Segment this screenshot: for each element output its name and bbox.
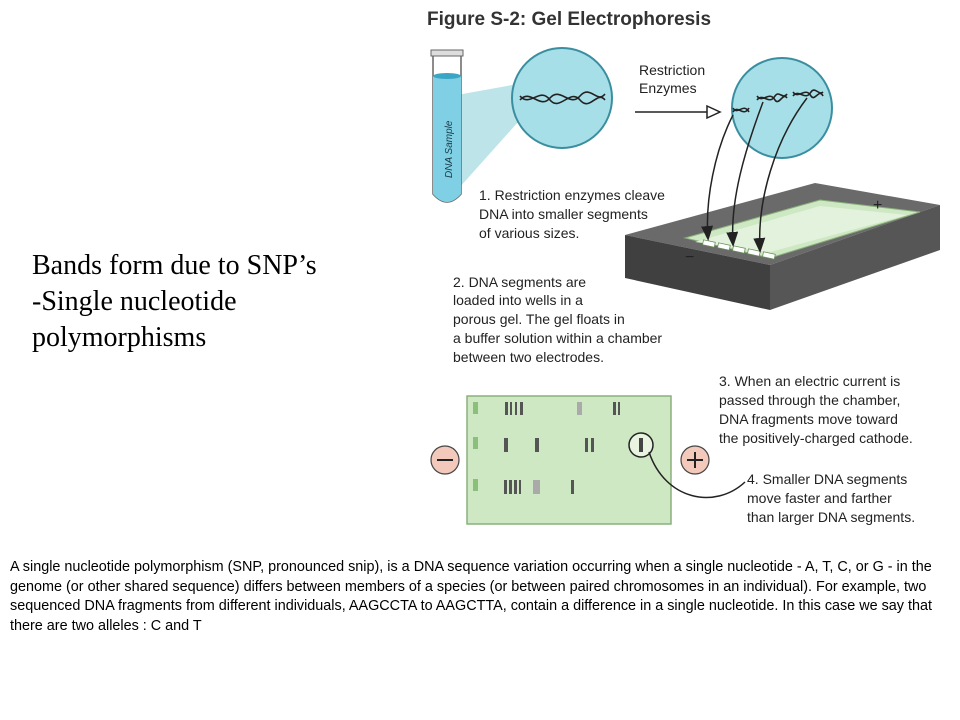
restriction-enzymes-label: Restriction Enzymes: [639, 62, 709, 96]
step-2-text: 2. DNA segments are loaded into wells in…: [453, 274, 666, 365]
gel-chamber: − +: [625, 183, 940, 310]
step-4-text: 4. Smaller DNA segments move faster and …: [747, 471, 915, 525]
test-tube-icon: DNA Sample: [430, 49, 464, 203]
gel-electrophoresis-figure: Figure S-2: Gel Electrophoresis DNA Samp…: [415, 0, 960, 540]
process-arrow-icon: [635, 104, 722, 120]
slide-heading: Bands form due to SNP’s -Single nucleoti…: [32, 248, 412, 356]
heading-line-1: Bands form due to SNP’s: [32, 250, 317, 281]
chamber-plus-sign: +: [873, 197, 882, 214]
tube-label: DNA Sample: [444, 120, 455, 178]
snp-definition-paragraph: A single nucleotide polymorphism (SNP, p…: [10, 559, 933, 634]
gel-slab: [466, 395, 672, 525]
step-1-text: 1. Restriction enzymes cleave DNA into s…: [479, 187, 669, 241]
dna-fragments-circle: [731, 57, 833, 159]
dna-bands: [504, 402, 620, 494]
heading-line-3: polymorphisms: [32, 322, 207, 353]
figure-title: Figure S-2: Gel Electrophoresis: [427, 9, 711, 30]
zoom-beam: [457, 82, 529, 188]
step-3-text: 3. When an electric current is passed th…: [719, 373, 913, 446]
dna-strand-icon: [519, 91, 606, 105]
dna-fragments-icon: [732, 89, 824, 113]
chamber-minus-sign: −: [685, 249, 694, 266]
heading-line-2: -Single nucleotide: [32, 286, 237, 317]
figure-svg: Figure S-2: Gel Electrophoresis DNA Samp…: [427, 9, 940, 525]
step-4-connector: [648, 451, 746, 499]
fragment-arrows: [701, 97, 808, 253]
dna-strand-circle: [511, 47, 613, 149]
